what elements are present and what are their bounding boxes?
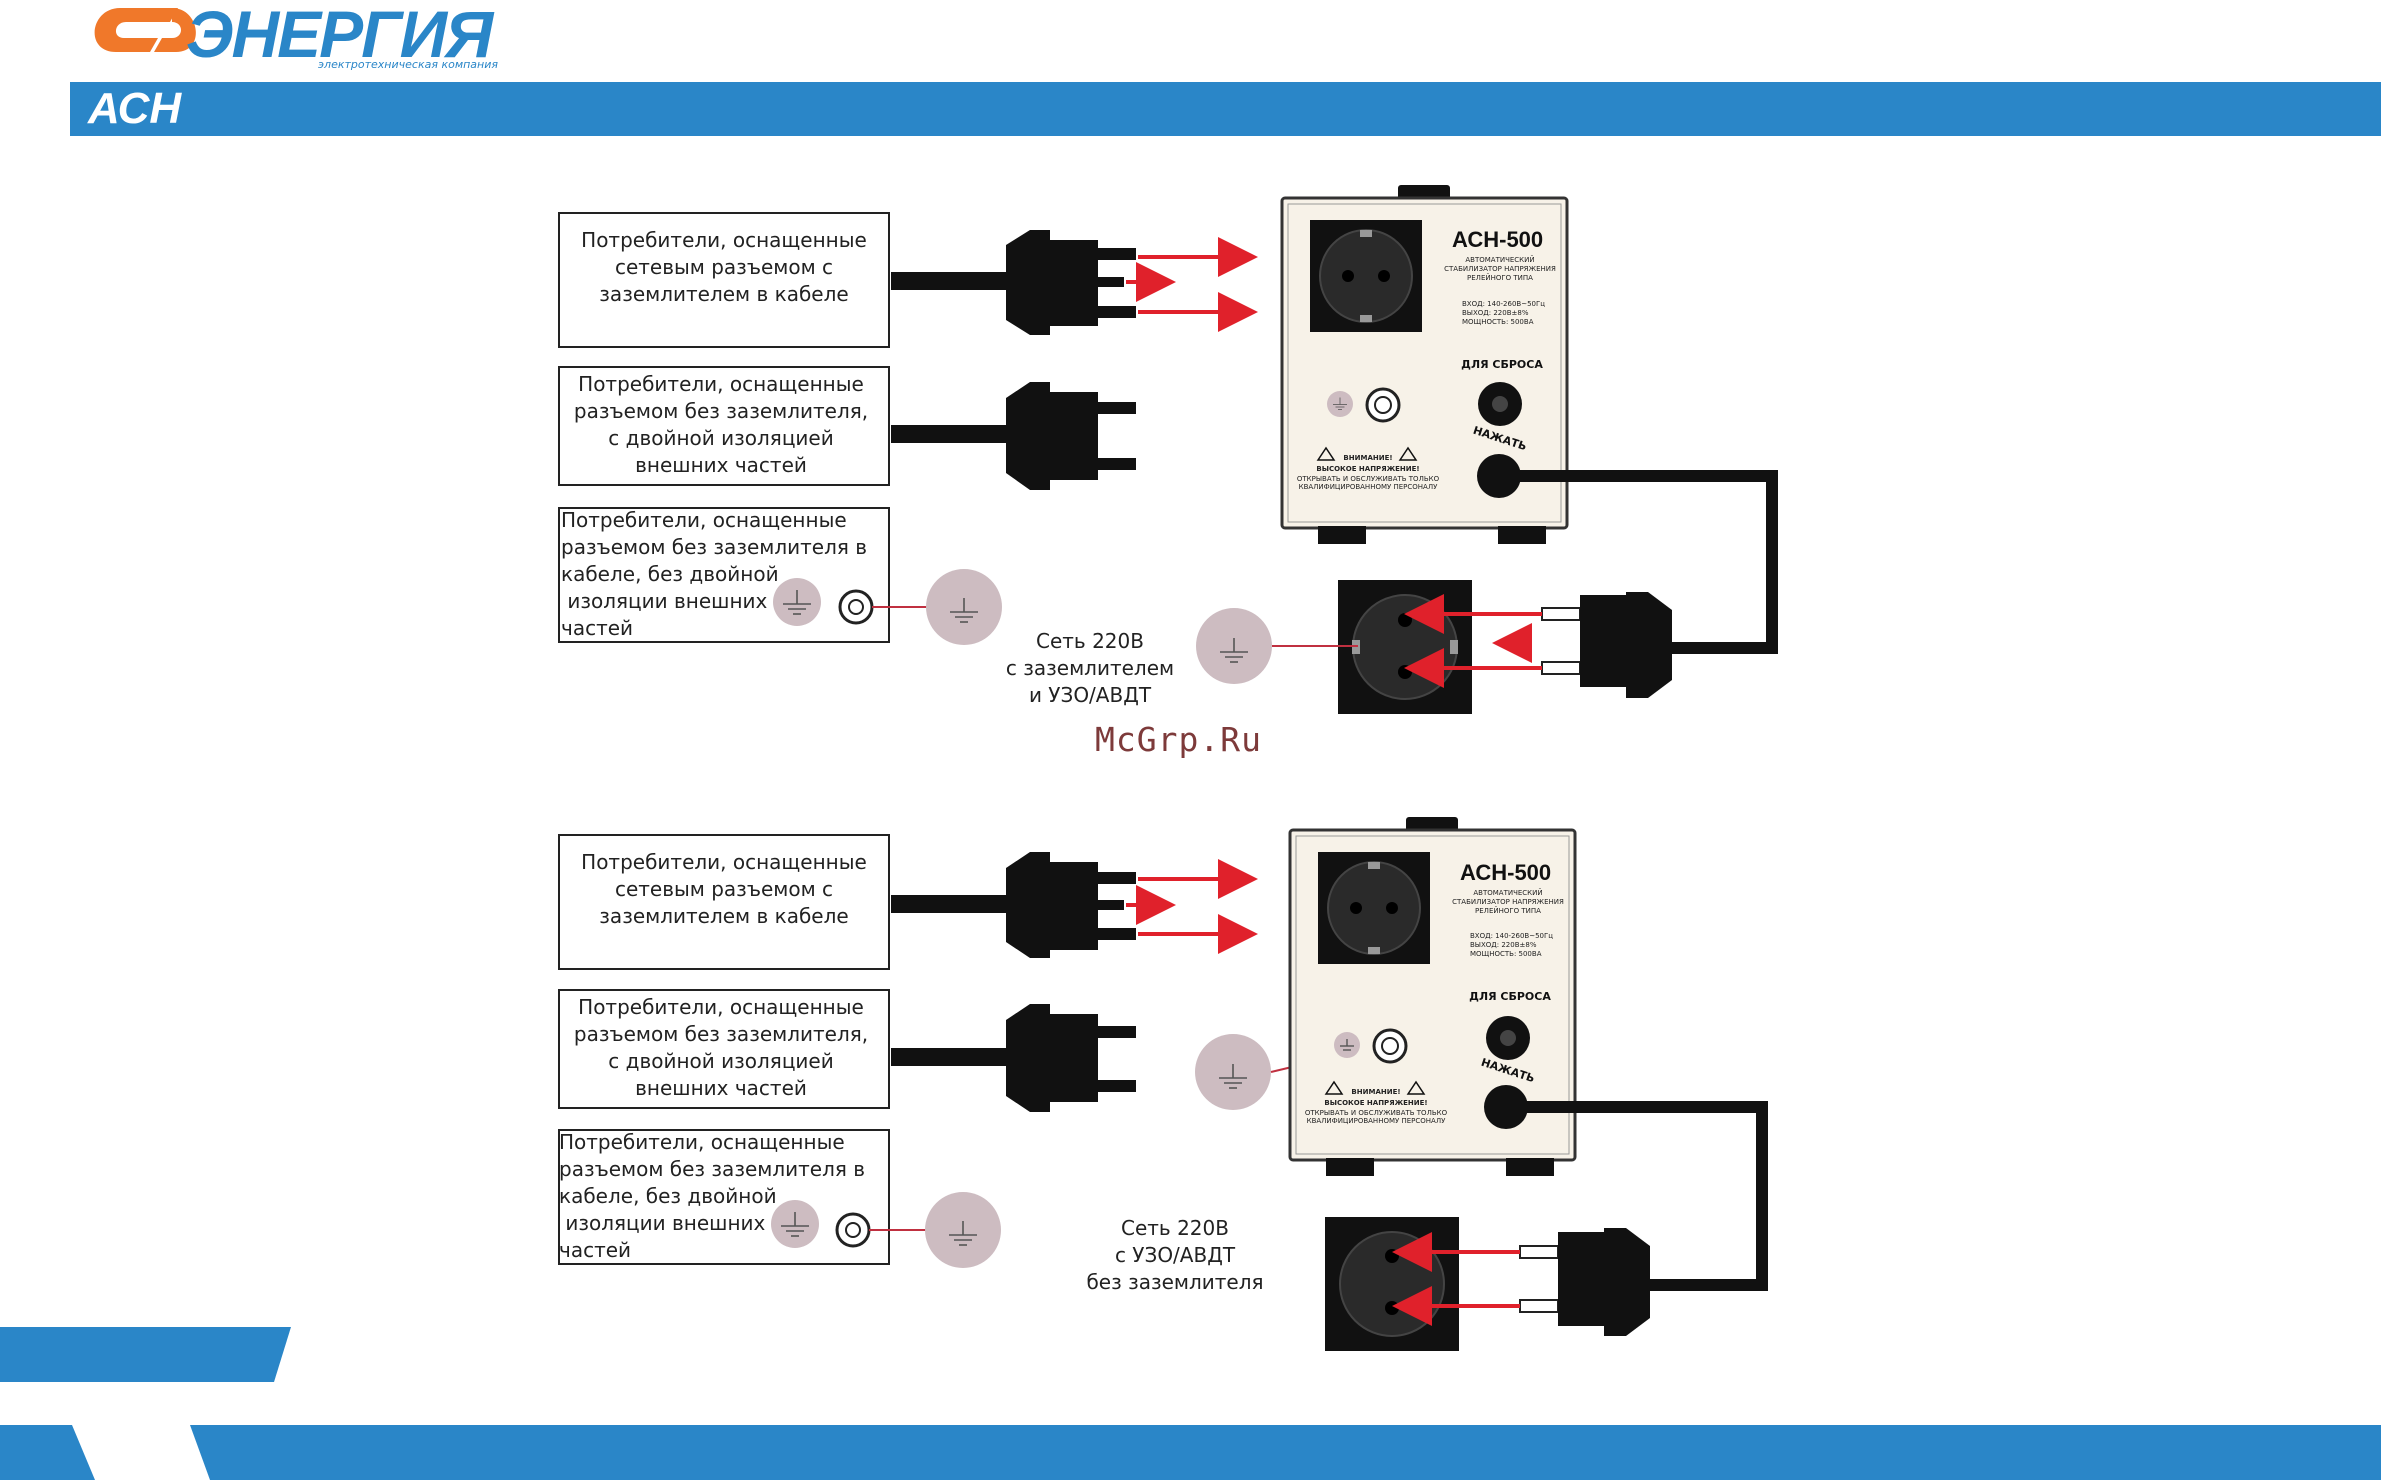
logo-mark-icon bbox=[94, 8, 196, 52]
consumer-box-double-insulated-2 bbox=[558, 989, 890, 1109]
plug-double-insulated-icon-2 bbox=[891, 1004, 1136, 1112]
svg-text:МОЩНОСТЬ: 500ВА: МОЩНОСТЬ: 500ВА bbox=[1462, 318, 1534, 326]
svg-text:ВЫХОД: 220В±8%: ВЫХОД: 220В±8% bbox=[1470, 941, 1537, 949]
svg-text:ОТКРЫВАТЬ И ОБСЛУЖИВАТЬ ТОЛЬКО: ОТКРЫВАТЬ И ОБСЛУЖИВАТЬ ТОЛЬКО bbox=[1297, 475, 1440, 483]
logo-tagline: электротехническая компания bbox=[318, 58, 499, 71]
footer-bar-left bbox=[0, 1425, 95, 1480]
device-model-label: АСН-500 bbox=[1452, 227, 1543, 252]
footer-accent-bar bbox=[0, 1327, 291, 1382]
consumer-box-ungrounded bbox=[558, 507, 890, 643]
svg-text:ВЫСОКОЕ НАПРЯЖЕНИЕ!: ВЫСОКОЕ НАПРЯЖЕНИЕ! bbox=[1316, 465, 1419, 473]
svg-text:ВХОД: 140-260В~50Гц: ВХОД: 140-260В~50Гц bbox=[1470, 932, 1553, 940]
watermark: McGrp.Ru bbox=[1095, 720, 1262, 759]
svg-text:АВТОМАТИЧЕСКИЙ: АВТОМАТИЧЕСКИЙ bbox=[1465, 255, 1534, 264]
plug-grounded-icon bbox=[891, 230, 1258, 335]
consumer-box-double-insulated bbox=[558, 366, 890, 486]
header-bar bbox=[70, 82, 2381, 136]
header: ЭНЕРГИЯ электротехническая компания АСН bbox=[0, 0, 2381, 140]
svg-text:АВТОМАТИЧЕСКИЙ: АВТОМАТИЧЕСКИЙ bbox=[1473, 888, 1542, 897]
consumer-box-ungrounded-2 bbox=[558, 1129, 890, 1265]
wall-outlet-1 bbox=[1196, 580, 1672, 714]
plug-double-insulated-icon bbox=[891, 382, 1136, 490]
svg-text:РЕЛЕЙНОГО ТИПА: РЕЛЕЙНОГО ТИПА bbox=[1475, 906, 1541, 915]
consumer-label-double-insulated: Потребители, оснащенные разъемом без заз… bbox=[573, 372, 869, 477]
series-mark: АСН bbox=[88, 84, 182, 133]
network-label-1: Сеть 220В с заземлителем и УЗО/АВДТ bbox=[1005, 629, 1175, 707]
plug-grounded-icon-2 bbox=[891, 852, 1258, 958]
consumer-label-ungrounded-2: Потребители, оснащенные разъемом без заз… bbox=[559, 1130, 866, 1262]
svg-text:ВЫХОД: 220В±8%: ВЫХОД: 220В±8% bbox=[1462, 309, 1529, 317]
stabilizer-device-2: АСН-500 АВТОМАТИЧЕСКИЙ СТАБИЛИЗАТОР НАПР… bbox=[1288, 817, 1768, 1291]
svg-text:КВАЛИФИЦИРОВАННОМУ ПЕРСОНАЛУ: КВАЛИФИЦИРОВАННОМУ ПЕРСОНАЛУ bbox=[1299, 483, 1439, 491]
svg-text:ОТКРЫВАТЬ И ОБСЛУЖИВАТЬ ТОЛЬКО: ОТКРЫВАТЬ И ОБСЛУЖИВАТЬ ТОЛЬКО bbox=[1305, 1109, 1448, 1117]
consumer-label-grounded: Потребители, оснащенные сетевым разъемом… bbox=[581, 228, 867, 306]
consumer-label-grounded-2: Потребители, оснащенные сетевым разъемом… bbox=[581, 850, 867, 928]
svg-text:ВХОД: 140-260В~50Гц: ВХОД: 140-260В~50Гц bbox=[1462, 300, 1545, 308]
consumer-box-grounded-2 bbox=[558, 834, 890, 970]
consumer-label-ungrounded: Потребители, оснащенные разъемом без заз… bbox=[561, 508, 868, 640]
svg-text:ВНИМАНИЕ!: ВНИМАНИЕ! bbox=[1351, 1088, 1400, 1096]
svg-text:МОЩНОСТЬ: 500ВА: МОЩНОСТЬ: 500ВА bbox=[1470, 950, 1542, 958]
consumer-label-double-insulated-2: Потребители, оснащенные разъемом без заз… bbox=[573, 995, 869, 1100]
footer-bar-main bbox=[190, 1425, 2381, 1480]
stabilizer-device-1: АСН-500 АВТОМАТИЧЕСКИЙ СТАБИЛИЗАТОР НАПР… bbox=[1280, 185, 1778, 654]
reset-label-2: ДЛЯ СБРОСА bbox=[1469, 990, 1551, 1003]
svg-text:СТАБИЛИЗАТОР НАПРЯЖЕНИЯ: СТАБИЛИЗАТОР НАПРЯЖЕНИЯ bbox=[1452, 898, 1564, 906]
diagram-2: АСН-500 АВТОМАТИЧЕСКИЙ СТАБИЛИЗАТОР НАПР… bbox=[558, 817, 1768, 1351]
svg-text:ВЫСОКОЕ НАПРЯЖЕНИЕ!: ВЫСОКОЕ НАПРЯЖЕНИЕ! bbox=[1324, 1099, 1427, 1107]
diagram-1: АСН-500 АВТОМАТИЧЕСКИЙ СТАБИЛИЗАТОР НАПР… bbox=[558, 185, 1778, 714]
reset-label: ДЛЯ СБРОСА bbox=[1461, 358, 1543, 371]
svg-text:ВНИМАНИЕ!: ВНИМАНИЕ! bbox=[1343, 454, 1392, 462]
logo-text: ЭНЕРГИЯ bbox=[186, 0, 493, 71]
svg-text:КВАЛИФИЦИРОВАННОМУ ПЕРСОНАЛУ: КВАЛИФИЦИРОВАННОМУ ПЕРСОНАЛУ bbox=[1307, 1117, 1447, 1125]
svg-text:СТАБИЛИЗАТОР НАПРЯЖЕНИЯ: СТАБИЛИЗАТОР НАПРЯЖЕНИЯ bbox=[1444, 265, 1556, 273]
svg-text:РЕЛЕЙНОГО ТИПА: РЕЛЕЙНОГО ТИПА bbox=[1467, 273, 1533, 282]
network-label-2: Сеть 220В с УЗО/АВДТ без заземлителя bbox=[1086, 1216, 1264, 1294]
device-model-label-2: АСН-500 bbox=[1460, 860, 1551, 885]
wall-outlet-2 bbox=[1325, 1217, 1650, 1351]
consumer-box-grounded bbox=[558, 212, 890, 348]
